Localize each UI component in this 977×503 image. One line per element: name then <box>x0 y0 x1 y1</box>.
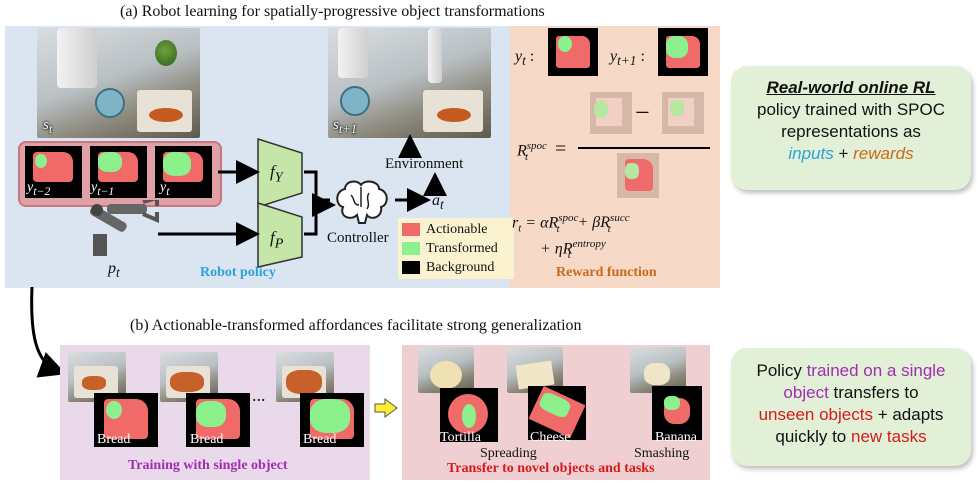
training-ellipsis: ... <box>252 385 266 405</box>
controller-label: Controller <box>327 230 389 246</box>
transfer-mask-banana <box>652 386 702 440</box>
transfer-mask-cheese <box>528 386 586 440</box>
policy-arrows <box>158 134 447 246</box>
task-label-smashing: Smashing <box>634 446 690 461</box>
rl-summary-line2: representations as <box>781 122 921 141</box>
encoder-shapes <box>257 137 303 268</box>
robot-arm-icon <box>90 200 159 256</box>
transfer-arrow-icon <box>374 398 398 418</box>
reward-equation-line1: rt = αRspoct + βRsucct <box>512 212 630 235</box>
state-label-t: st <box>43 117 53 136</box>
rl-summary-line1: policy trained with SPOC <box>756 100 946 119</box>
transfer-photo-banana <box>630 347 686 393</box>
gen-line2: object transfers to <box>783 383 919 402</box>
encoder-fy-label: fY <box>270 162 283 186</box>
transfer-photo-cheese <box>507 347 563 393</box>
label-y-t-minus-2: yt−2 <box>27 180 51 198</box>
task-label-spreading: Spreading <box>480 446 537 461</box>
reward-equation-line2: + ηRentropyt <box>540 238 606 261</box>
title-a: (a) Robot learning for spatially-progres… <box>120 3 545 20</box>
gen-line4: quickly to new tasks <box>775 427 927 446</box>
rl-summary-title: Real-world online RL <box>766 78 936 97</box>
reward-function-caption: Reward function <box>556 265 657 280</box>
robot-policy-caption: Robot policy <box>200 265 276 280</box>
transfer-caption: Transfer to novel objects and tasks <box>447 461 655 476</box>
legend: Actionable Transformed Background <box>398 218 514 279</box>
mask-y-t <box>155 146 212 198</box>
environment-label: Environment <box>385 156 464 172</box>
training-caption: Training with single object <box>128 458 288 473</box>
training-label-1: Bread <box>97 432 131 447</box>
training-mask-1 <box>94 393 158 447</box>
reward-mask-y-t <box>548 28 598 76</box>
transfer-label-cheese: Cheese <box>530 430 571 445</box>
transfer-mask-tortilla <box>440 388 498 442</box>
training-label-3: Bread <box>303 432 337 447</box>
reward-numerator-term-1 <box>590 92 632 134</box>
transfer-label-tortilla: Tortilla <box>440 430 482 445</box>
training-mask-3 <box>300 393 364 447</box>
legend-item-background: Background <box>402 258 510 277</box>
mask-y-t-minus-1 <box>90 146 147 198</box>
state-photo-t <box>37 28 200 138</box>
reward-minus: − <box>635 98 650 127</box>
label-y-t: yt <box>160 180 170 198</box>
mask-y-t-minus-2 <box>25 146 82 198</box>
state-label-t1: st+1 <box>333 117 358 136</box>
reward-equals: = <box>555 138 567 160</box>
label-y-t-minus-1: yt−1 <box>91 180 115 198</box>
flow-arrow-a-to-b <box>30 286 67 378</box>
title-b: (b) Actionable-transformed affordances f… <box>130 317 582 334</box>
state-photo-t1 <box>328 28 491 138</box>
gen-line1: Policy trained on a single <box>756 361 946 380</box>
proprio-label: pt <box>108 260 120 281</box>
gen-line3: unseen objects + adapts <box>758 405 944 424</box>
action-label: at <box>432 192 444 213</box>
rl-summary-box: Real-world online RL policy trained with… <box>731 66 971 190</box>
transfer-photo-tortilla <box>418 347 474 393</box>
encoder-fp-label: fP <box>270 228 284 252</box>
legend-item-transformed: Transformed <box>402 239 510 258</box>
rl-summary-line3: inputs + rewards <box>788 144 914 163</box>
training-mask-2 <box>186 393 250 447</box>
training-label-2: Bread <box>190 432 224 447</box>
reward-spoc-symbol: Rspoct <box>517 140 547 163</box>
reward-y-t1-label: yt+1 : <box>610 48 645 69</box>
generalization-summary-box: Policy trained on a single object transf… <box>731 348 971 466</box>
reward-denominator <box>617 153 659 198</box>
reward-mask-y-t1 <box>658 28 708 76</box>
reward-y-t-label: yt : <box>515 48 535 69</box>
reward-fraction-bar <box>578 147 710 149</box>
transfer-label-banana: Banana <box>655 430 697 445</box>
reward-numerator-term-2 <box>662 92 704 134</box>
brain-icon <box>336 180 388 224</box>
legend-item-actionable: Actionable <box>402 220 510 239</box>
